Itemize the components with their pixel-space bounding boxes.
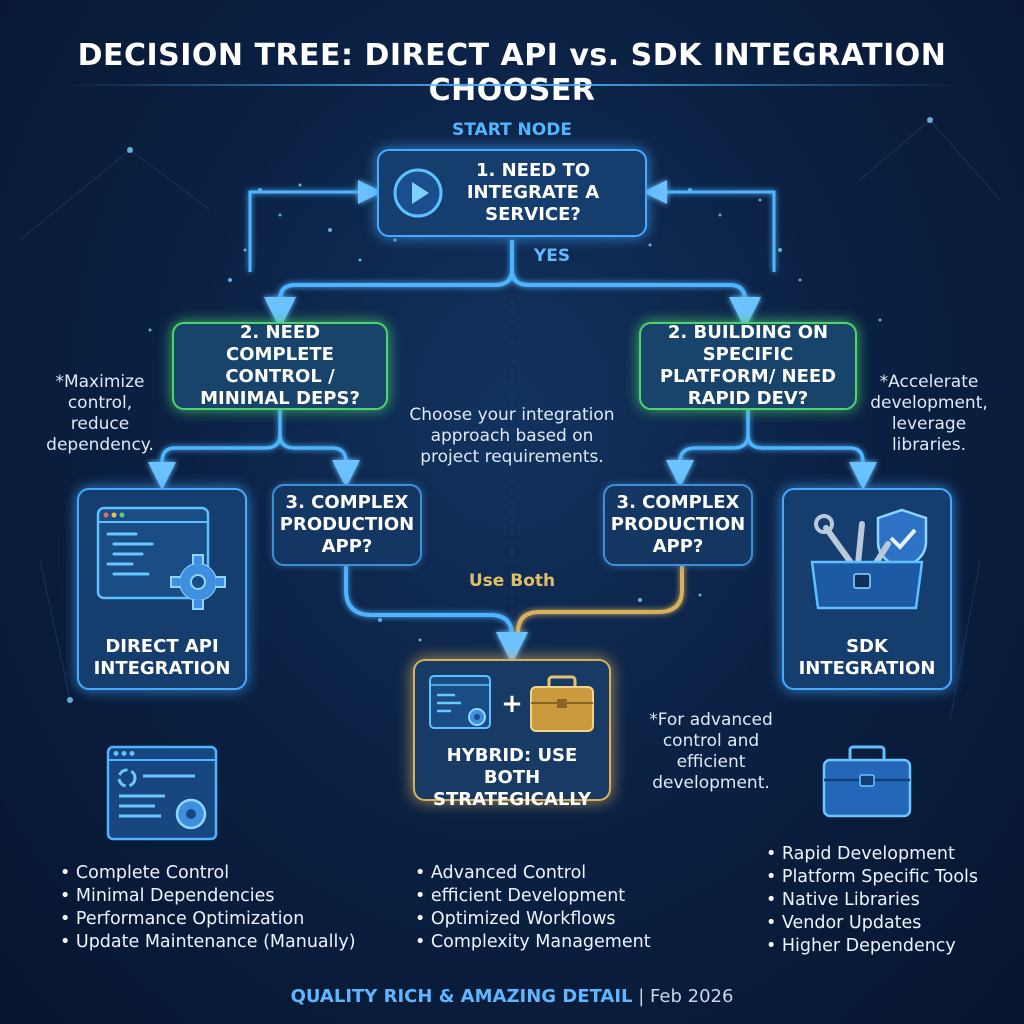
hybrid-result-node[interactable]: + HYBRID: USE BOTH STRATEGICALLY bbox=[413, 659, 611, 810]
code-window-gear-icon bbox=[96, 506, 226, 610]
complex-app-question-left-text: 3. COMPLEX PRODUCTION APP? bbox=[279, 492, 415, 557]
yes-label: YES bbox=[533, 246, 571, 266]
direct-api-result-node[interactable]: DIRECT API INTEGRATION bbox=[77, 488, 247, 690]
plus-icon: + bbox=[501, 689, 523, 719]
toolbox-tools-shield-icon bbox=[810, 508, 928, 610]
start-question-text: 1. NEED TO INTEGRATE A SERVICE? bbox=[466, 160, 600, 225]
list-item: Rapid Development bbox=[766, 843, 996, 866]
left-note: *Maximize control, reduce dependency. bbox=[46, 372, 154, 455]
complex-app-question-left[interactable]: 3. COMPLEX PRODUCTION APP? bbox=[272, 484, 422, 566]
control-question-node[interactable]: 2. NEED COMPLETE CONTROL / MINIMAL DEPS? bbox=[172, 322, 388, 410]
direct-api-result-text: DIRECT API INTEGRATION bbox=[93, 636, 231, 679]
sdk-result-text: SDK INTEGRATION bbox=[798, 636, 936, 679]
hybrid-note: *For advanced control and efficient deve… bbox=[649, 710, 773, 793]
complex-app-question-right-text: 3. COMPLEX PRODUCTION APP? bbox=[610, 492, 746, 557]
platform-question-node[interactable]: 2. BUILDING ON SPECIFIC PLATFORM/ NEED R… bbox=[639, 322, 857, 410]
list-item: Native Libraries bbox=[766, 889, 996, 912]
right-note: *Accelerate development, leverage librar… bbox=[870, 372, 988, 455]
api-benefits-list: Complete Control Minimal Dependencies Pe… bbox=[60, 862, 360, 954]
center-note: Choose your integration approach based o… bbox=[409, 405, 615, 467]
toolbox-icon bbox=[822, 745, 912, 818]
code-window-gear-icon-small bbox=[429, 675, 492, 729]
list-item: Complete Control bbox=[60, 862, 360, 885]
sdk-result-node[interactable]: SDK INTEGRATION bbox=[782, 488, 952, 690]
list-item: efficient Development bbox=[415, 885, 655, 908]
title-underline bbox=[60, 84, 964, 86]
footer-date: Feb 2026 bbox=[650, 986, 734, 1007]
sdk-benefits-list: Rapid Development Platform Specific Tool… bbox=[766, 843, 996, 958]
control-question-text: 2. NEED COMPLETE CONTROL / MINIMAL DEPS? bbox=[200, 322, 360, 409]
use-both-label: Use Both bbox=[468, 571, 556, 591]
list-item: Higher Dependency bbox=[766, 935, 996, 958]
play-icon bbox=[393, 168, 443, 218]
list-item: Complexity Management bbox=[415, 931, 655, 954]
list-item: Platform Specific Tools bbox=[766, 866, 996, 889]
footer-separator: | bbox=[632, 986, 651, 1007]
hybrid-result-text: HYBRID: USE BOTH STRATEGICALLY bbox=[433, 745, 591, 810]
list-item: Vendor Updates bbox=[766, 912, 996, 935]
toolbox-icon-gold bbox=[529, 675, 594, 732]
complex-app-question-right[interactable]: 3. COMPLEX PRODUCTION APP? bbox=[603, 484, 753, 566]
code-window-gear-icon-lower bbox=[106, 745, 218, 841]
list-item: Advanced Control bbox=[415, 862, 655, 885]
start-node-label: START NODE bbox=[452, 120, 572, 140]
list-item: Performance Optimization bbox=[60, 908, 360, 931]
footer: QUALITY RICH & AMAZING DETAIL | Feb 2026 bbox=[0, 986, 1024, 1007]
footer-tagline: QUALITY RICH & AMAZING DETAIL bbox=[290, 986, 633, 1007]
hybrid-benefits-list: Advanced Control efficient Development O… bbox=[415, 862, 655, 954]
list-item: Optimized Workflows bbox=[415, 908, 655, 931]
start-question-node[interactable]: 1. NEED TO INTEGRATE A SERVICE? bbox=[377, 149, 647, 237]
list-item: Update Maintenance (Manually) bbox=[60, 931, 360, 954]
platform-question-text: 2. BUILDING ON SPECIFIC PLATFORM/ NEED R… bbox=[659, 322, 837, 409]
list-item: Minimal Dependencies bbox=[60, 885, 360, 908]
page-title: DECISION TREE: DIRECT API vs. SDK INTEGR… bbox=[77, 38, 947, 108]
